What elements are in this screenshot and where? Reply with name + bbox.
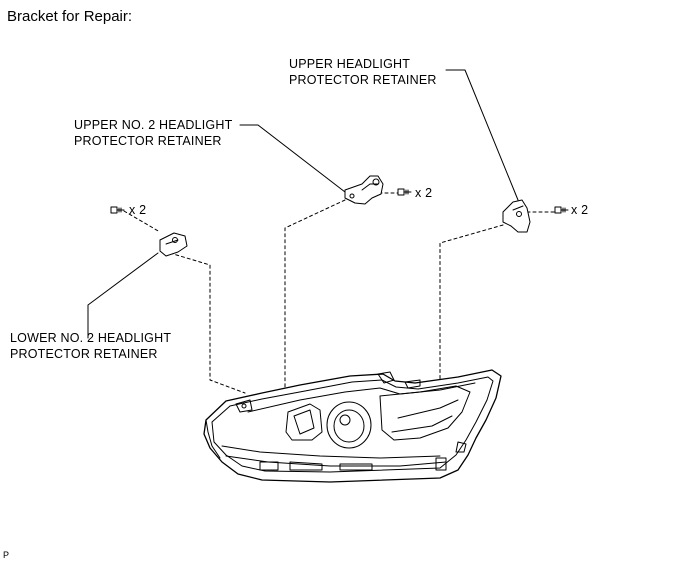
leader-upper-no2 xyxy=(239,124,346,193)
install-guide-lines xyxy=(123,192,557,394)
label-lower-no2-retainer-line2: PROTECTOR RETAINER xyxy=(10,347,158,361)
retainer-bracket-icon-upper-no2 xyxy=(344,175,384,205)
leader-lower-no2 xyxy=(87,252,159,339)
label-upper-headlight-retainer: UPPER HEADLIGHT PROTECTOR RETAINER xyxy=(289,56,437,88)
label-upper-no2-retainer: UPPER NO. 2 HEADLIGHT PROTECTOR RETAINER xyxy=(74,117,232,149)
label-upper-headlight-retainer-line1: UPPER HEADLIGHT xyxy=(289,57,411,71)
leader-upper-headlight xyxy=(445,69,519,201)
label-lower-no2-retainer-line1: LOWER NO. 2 HEADLIGHT xyxy=(10,331,172,345)
page-title: Bracket for Repair: xyxy=(7,8,133,25)
label-upper-no2-retainer-line2: PROTECTOR RETAINER xyxy=(74,134,222,148)
retainer-bracket-icon-upper xyxy=(502,199,531,233)
corner-code: P xyxy=(3,550,10,560)
screw-icon-right xyxy=(554,206,569,214)
screw-count-right: x 2 xyxy=(571,203,589,217)
screw-icon-middle xyxy=(397,188,412,196)
screw-icon-left xyxy=(110,206,125,214)
label-lower-no2-retainer: LOWER NO. 2 HEADLIGHT PROTECTOR RETAINER xyxy=(10,330,171,362)
screw-count-middle: x 2 xyxy=(415,186,433,200)
headlight-assembly-icon xyxy=(203,369,502,483)
label-upper-no2-retainer-line1: UPPER NO. 2 HEADLIGHT xyxy=(74,118,233,132)
label-upper-headlight-retainer-line2: PROTECTOR RETAINER xyxy=(289,73,437,87)
screw-count-left: x 2 xyxy=(129,203,147,217)
retainer-bracket-icon-lower xyxy=(159,232,188,257)
